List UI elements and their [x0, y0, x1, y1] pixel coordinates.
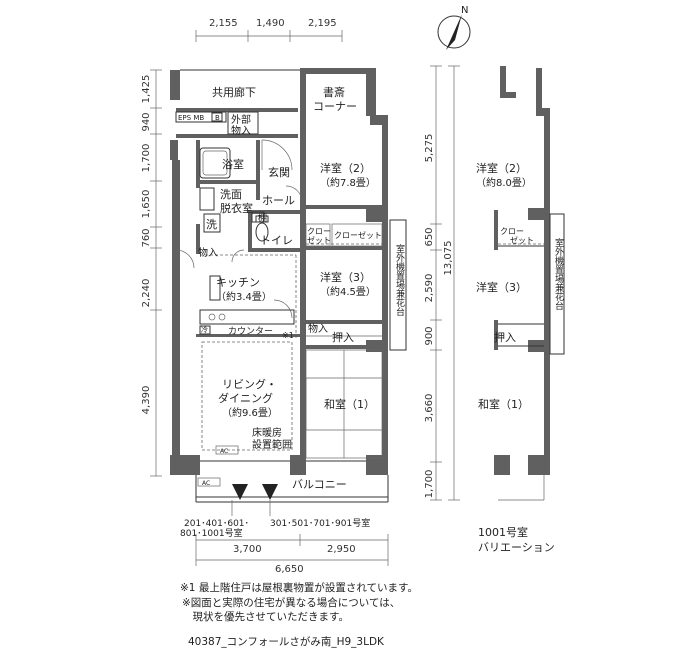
dim-right-2: 650	[424, 227, 435, 246]
note-2: ※図面と実際の住宅が異なる場合については、	[182, 597, 401, 609]
label-kitchen-1: キッチン	[216, 276, 260, 289]
label-bath: 浴室	[222, 157, 244, 171]
dim-right-1: 5,275	[424, 134, 435, 163]
label-wash: 洗	[206, 218, 217, 231]
var-outdoor-unit: 室外機置場兼花台	[553, 237, 564, 311]
label-study-2: コーナー	[313, 100, 357, 113]
var-japanese1: 和室（1）	[478, 397, 529, 411]
label-ref: 冷	[201, 325, 208, 334]
label-balcony: バルコニー	[292, 478, 347, 491]
var-oshiire: 押入	[494, 330, 516, 344]
label-storage2: 物入	[308, 322, 328, 335]
label-kitchen-2: （約3.4畳）	[216, 290, 272, 303]
label-external-storage-1: 外部	[231, 113, 251, 126]
var-western3: 洋室（3）	[476, 280, 527, 294]
label-external-storage-2: 物入	[231, 124, 251, 137]
unit-label-left-1: 201･401･601･	[184, 519, 249, 529]
dim-top-3: 2,195	[308, 18, 337, 29]
label-ac-2: AC	[202, 480, 210, 487]
label-corridor: 共用廊下	[212, 85, 256, 99]
dimension-left: 1,425 940 1,700 1,650 760 2,240 4,390	[141, 69, 162, 477]
main-plan-walls	[170, 68, 389, 503]
dimension-bottom: 3,700 2,950 6,650	[195, 534, 389, 575]
label-closet1-2: ゼット	[307, 235, 331, 245]
label-study-1: 書斎	[323, 85, 345, 99]
label-note-mark: ※1	[282, 331, 294, 340]
dim-left-1: 1,425	[141, 75, 152, 104]
label-living-1: リビング・	[222, 377, 277, 391]
dim-right-6: 1,700	[424, 470, 435, 499]
label-closet1-1: クロー	[307, 227, 331, 236]
var-western2-1: 洋室（2）	[476, 161, 527, 175]
dim-left-6: 2,240	[141, 279, 152, 308]
room-labels: 共用廊下 書斎 コーナー EPS MB B 外部 物入 浴室 玄関 ホール 洋室…	[178, 85, 382, 491]
unit-label-left-2: 801･1001号室	[180, 527, 243, 539]
label-hall: ホール	[262, 194, 295, 207]
note-1: ※1 最上階住戸は屋根裏物置が設置されています。	[180, 582, 418, 594]
variation-plan	[494, 66, 565, 501]
label-toilet: トイレ	[260, 234, 293, 247]
label-western2-2: （約7.8畳）	[320, 176, 376, 189]
label-storage1: 物入	[198, 246, 218, 259]
label-closet2: クローゼット	[334, 230, 382, 240]
label-western3-1: 洋室（3）	[320, 270, 371, 284]
dim-bottom-total: 6,650	[275, 564, 304, 575]
var-caption-2: バリエーション	[478, 541, 555, 554]
var-caption-1: 1001号室	[478, 525, 528, 539]
dim-left-4: 1,650	[141, 190, 152, 219]
label-shelf: 棚	[258, 212, 267, 224]
var-western2-2: （約8.0畳）	[476, 176, 532, 189]
dim-left-3: 1,700	[141, 144, 152, 173]
dimension-top: 2,155 1,490 2,195	[195, 18, 343, 42]
dim-right-total: 13,075	[443, 241, 454, 276]
label-western3-2: （約4.5畳）	[320, 285, 376, 298]
note-3: 現状を優先させていただきます。	[182, 611, 349, 623]
dim-left-7: 4,390	[141, 386, 152, 415]
compass-north-arrow: N	[437, 5, 471, 50]
label-oshiire: 押入	[332, 330, 354, 344]
dimension-right: 5,275 650 2,590 900 3,660 1,700 13,075	[424, 65, 460, 501]
plan-fixtures	[175, 111, 407, 516]
label-entrance: 玄関	[268, 165, 290, 179]
label-western2-1: 洋室（2）	[320, 161, 371, 175]
label-eps: EPS MB	[178, 114, 204, 122]
dim-top-2: 1,490	[256, 18, 285, 29]
dim-left-5: 760	[141, 228, 152, 247]
dim-top-1: 2,155	[209, 18, 238, 29]
label-floor-heating-2: 設置範囲	[252, 438, 292, 451]
dim-bottom-2: 2,950	[327, 544, 356, 555]
variation-labels: 洋室（2） （約8.0畳） クロー ゼット 洋室（3） 押入 和室（1） 100…	[476, 161, 555, 554]
label-living-2: ダイニング	[218, 391, 273, 405]
label-washroom-2: 脱衣室	[220, 201, 253, 215]
compass-label: N	[461, 5, 468, 16]
label-counter: カウンター	[228, 326, 273, 337]
var-closet-2: ゼット	[510, 235, 534, 245]
unit-label-right: 301･501･701･901号室	[270, 517, 370, 529]
dim-left-2: 940	[141, 112, 152, 131]
label-eps-b: B	[215, 114, 220, 122]
label-floor-heating-1: 床暖房	[252, 426, 282, 439]
label-living-3: （約9.6畳）	[222, 406, 278, 419]
label-japanese1: 和室（1）	[324, 397, 375, 411]
plan-code: 40387_コンフォールさがみ南_H9_3LDK	[188, 636, 384, 648]
dim-bottom-1: 3,700	[233, 544, 262, 555]
label-outdoor-unit: 室外機置場兼花台	[394, 243, 405, 317]
label-washroom-1: 洗面	[220, 188, 242, 201]
dim-right-3: 2,590	[424, 274, 435, 303]
dim-right-4: 900	[424, 326, 435, 345]
var-closet-1: クロー	[500, 227, 524, 236]
dim-right-5: 3,660	[424, 394, 435, 423]
label-ac-1: AC	[220, 448, 228, 455]
